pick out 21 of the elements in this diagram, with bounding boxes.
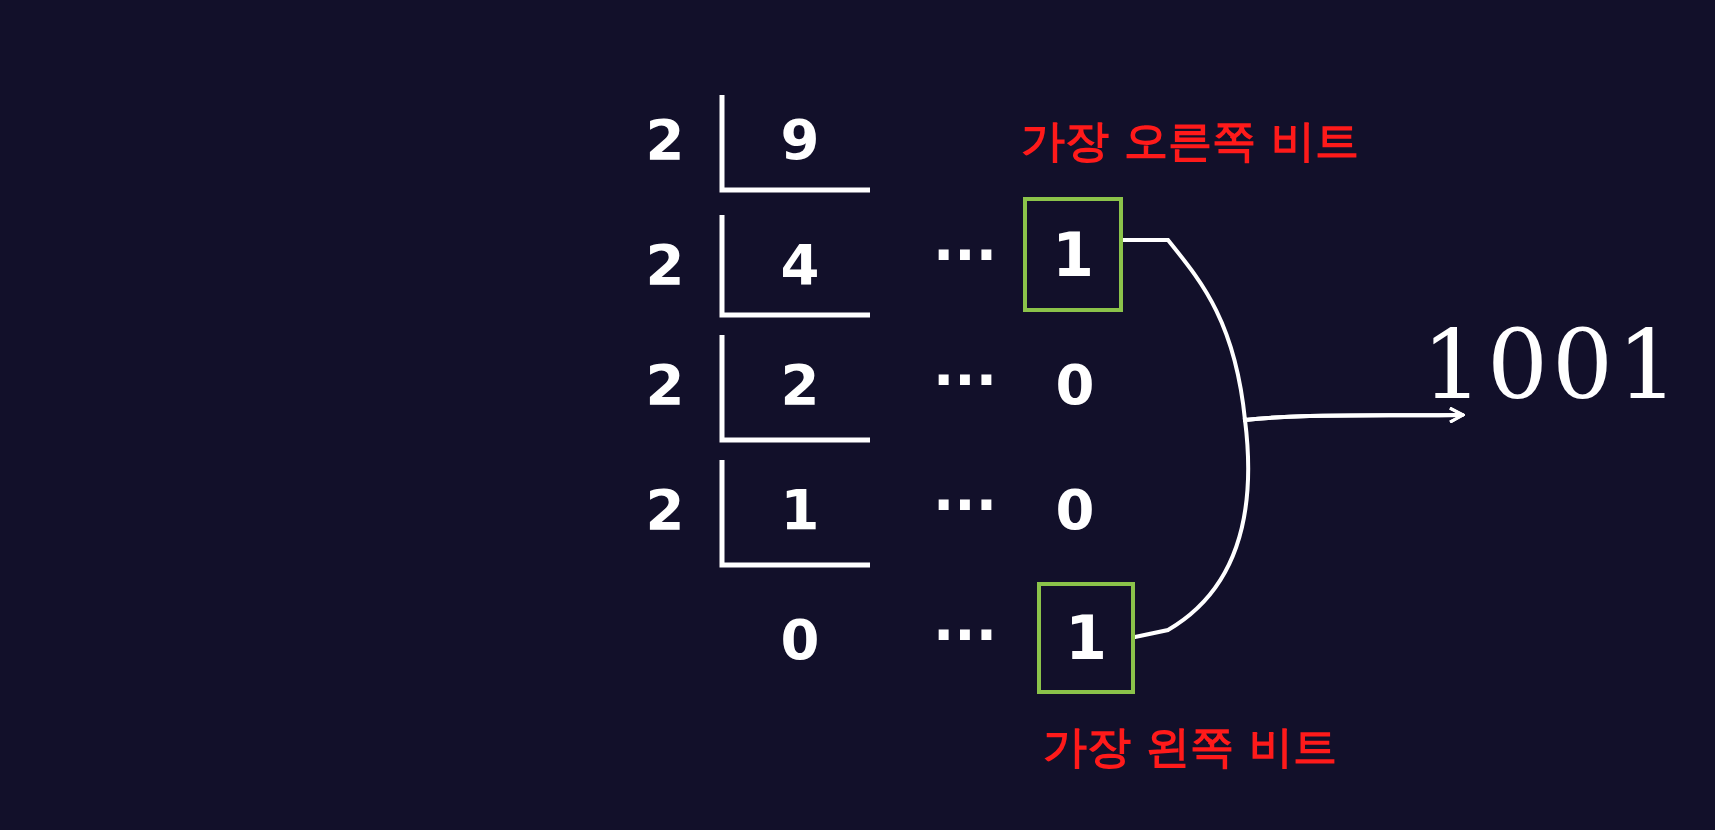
digit-text: 2: [645, 112, 685, 168]
highlight-box: 1: [1037, 582, 1135, 694]
digit-text: 0: [1055, 357, 1095, 413]
ellipsis-text: ···: [933, 227, 997, 283]
bit-caption: 가장 오른쪽 비트: [1020, 114, 1360, 168]
arrow: [1133, 406, 1465, 639]
digit-text: 2: [645, 357, 685, 413]
highlight-box: 1: [1023, 197, 1123, 312]
digit-text: 4: [780, 237, 820, 293]
digit-text: 9: [780, 112, 820, 168]
bit-caption: 가장 왼쪽 비트: [1042, 720, 1338, 774]
ellipsis-text: ···: [933, 607, 997, 663]
digit-text: 2: [645, 237, 685, 293]
digit-text: 2: [645, 482, 685, 538]
digit-text: 0: [1055, 482, 1095, 538]
digit-text: 2: [780, 357, 820, 413]
ellipsis-text: ···: [933, 352, 997, 408]
digit-text: 1: [780, 482, 820, 538]
ellipsis-text: ···: [933, 477, 997, 533]
digit-text: 0: [780, 612, 820, 668]
binary-result-text: 1001: [1421, 309, 1683, 421]
